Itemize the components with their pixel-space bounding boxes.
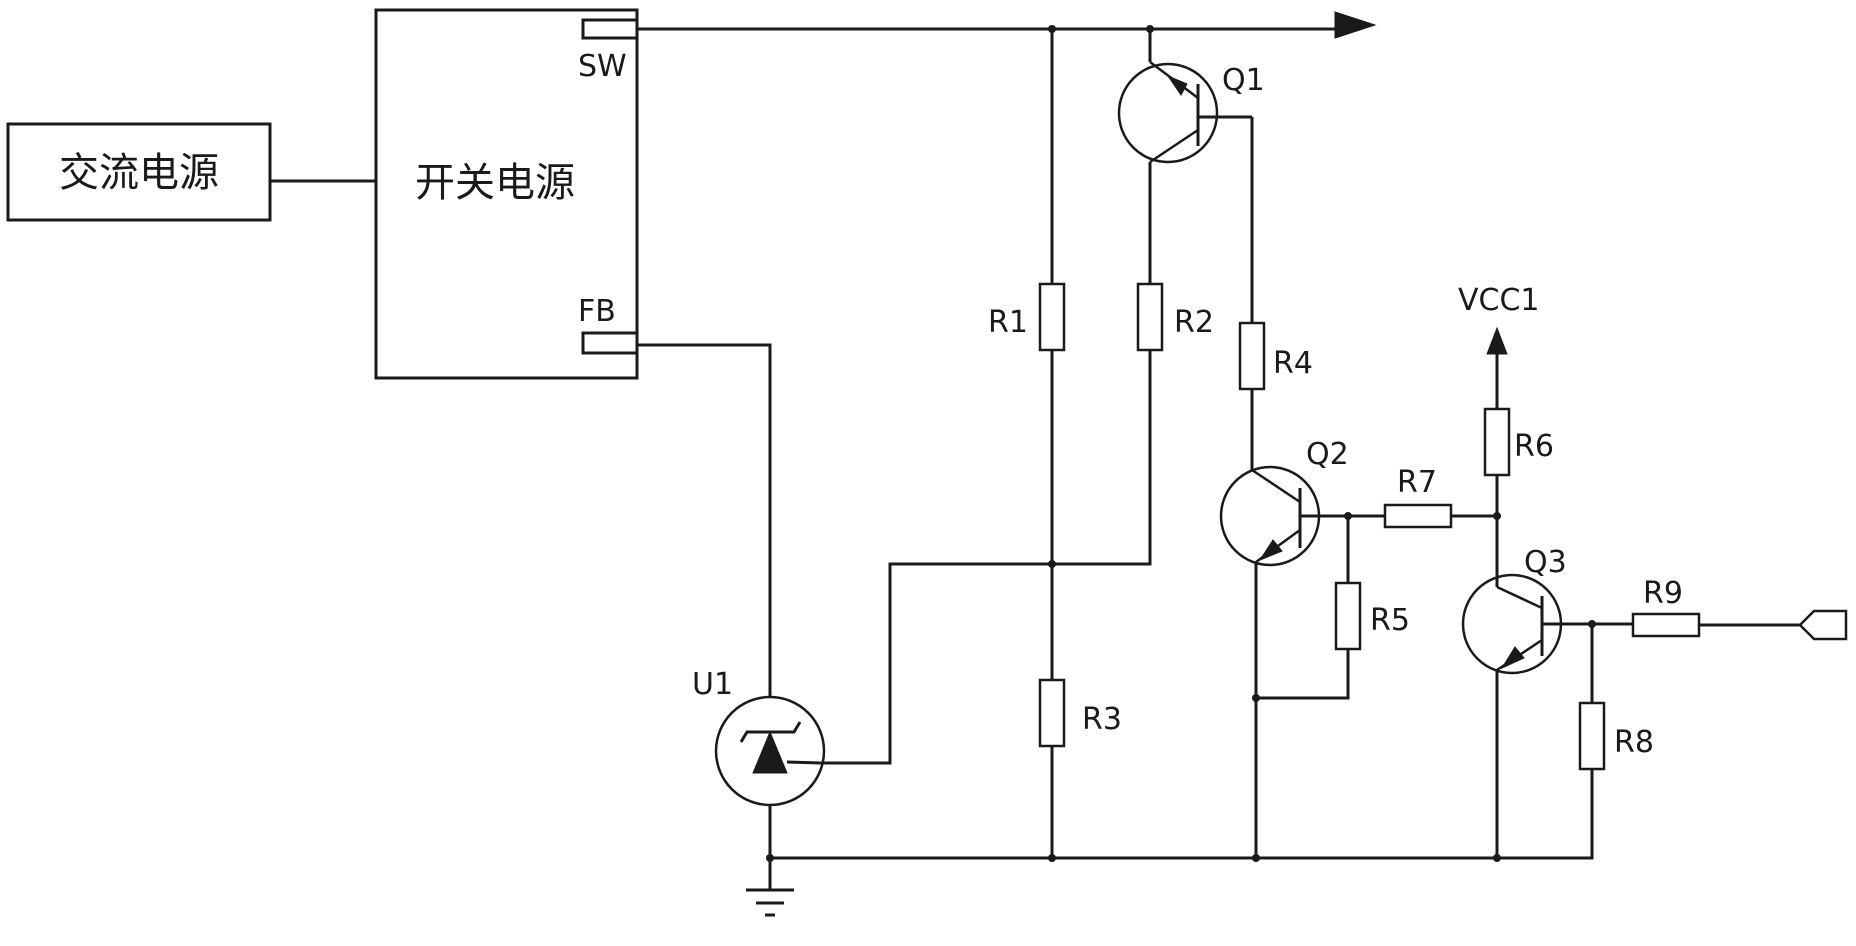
- u1-label: U1: [692, 667, 733, 702]
- ac-source-label: 交流电源: [59, 150, 219, 196]
- input-terminal-icon: [1800, 611, 1846, 639]
- ac-source-block: 交流电源: [8, 124, 270, 220]
- transistor-q2: [1221, 467, 1382, 565]
- transistor-q3: [1463, 575, 1592, 673]
- r8-label: R8: [1614, 725, 1654, 760]
- resistor-r8: [1580, 703, 1604, 769]
- resistor-r2: [1138, 284, 1162, 350]
- r5-bottom-wire: [1256, 649, 1348, 698]
- q3-label: Q3: [1524, 545, 1567, 580]
- resistor-r3: [1040, 680, 1064, 746]
- fb-to-u1-wire: [637, 345, 770, 697]
- junction-dot: [1048, 854, 1056, 862]
- ground-icon: [746, 890, 794, 915]
- fb-pin-label: FB: [578, 294, 616, 329]
- r5-label: R5: [1370, 603, 1410, 638]
- junction-dot: [1252, 694, 1260, 702]
- resistor-r7: [1385, 505, 1451, 527]
- r2-label: R2: [1174, 305, 1214, 340]
- r7-label: R7: [1397, 465, 1437, 500]
- vcc1-label: VCC1: [1458, 283, 1540, 318]
- output-arrow-icon: [1335, 12, 1375, 38]
- junction-dot: [766, 854, 774, 862]
- resistor-r1: [1040, 284, 1064, 350]
- q2-label: Q2: [1306, 437, 1349, 472]
- r1-label: R1: [988, 305, 1028, 340]
- sw-pin: [583, 20, 637, 38]
- fb-pin: [583, 333, 637, 353]
- vcc-arrow-icon: [1487, 328, 1507, 354]
- resistor-r9: [1633, 614, 1699, 636]
- q1-label: Q1: [1222, 63, 1265, 98]
- smps-label: 开关电源: [415, 160, 575, 206]
- r3-label: R3: [1082, 702, 1122, 737]
- ground-bus-wire: [770, 768, 1592, 858]
- shunt-regulator-u1: [716, 697, 824, 805]
- smps-block: 开关电源 SW FB: [376, 10, 637, 378]
- sw-pin-label: SW: [578, 49, 627, 84]
- r6-label: R6: [1514, 429, 1554, 464]
- resistor-r6: [1485, 409, 1509, 475]
- resistor-r4: [1240, 323, 1264, 389]
- r4-label: R4: [1273, 346, 1313, 381]
- r9-label: R9: [1643, 576, 1683, 611]
- resistor-r5: [1336, 583, 1360, 649]
